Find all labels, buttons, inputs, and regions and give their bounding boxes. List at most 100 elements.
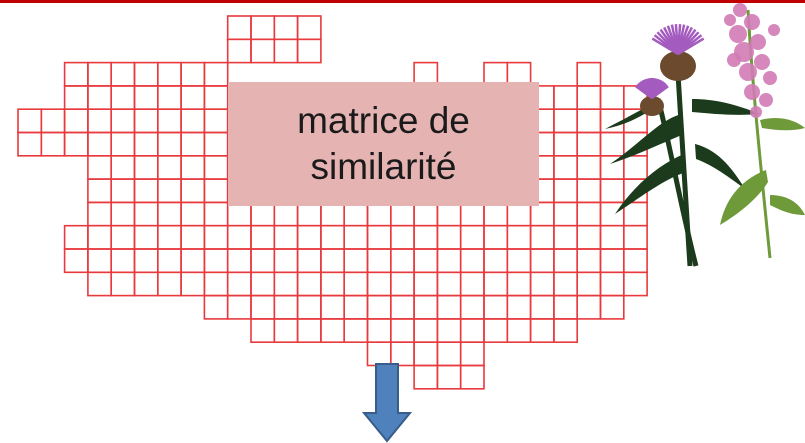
grid-cell bbox=[436, 224, 462, 250]
grid-cell bbox=[576, 131, 602, 157]
grid-cell bbox=[599, 271, 625, 297]
grid-cell bbox=[389, 224, 415, 250]
grid-cell bbox=[203, 155, 229, 180]
grid-cell bbox=[226, 38, 252, 64]
grid-cell bbox=[529, 248, 555, 274]
grid-cell bbox=[133, 224, 159, 250]
grid-cell bbox=[157, 61, 182, 87]
grid-cell bbox=[133, 178, 159, 204]
grid-cell bbox=[87, 61, 113, 87]
grid-cell bbox=[63, 108, 89, 134]
grid-cell bbox=[87, 248, 113, 274]
grid-cell bbox=[17, 108, 43, 134]
grid-cell bbox=[110, 131, 136, 157]
grid-cell bbox=[203, 108, 229, 134]
grid-cell bbox=[250, 248, 276, 274]
grid-cell bbox=[553, 131, 579, 157]
grid-cell bbox=[133, 201, 159, 227]
grid-cell bbox=[226, 294, 252, 320]
grid-cell bbox=[63, 85, 89, 111]
grid-cell bbox=[506, 294, 532, 320]
grid-cell bbox=[553, 248, 579, 274]
grid-cell bbox=[180, 131, 206, 157]
grid-cell bbox=[180, 85, 206, 111]
grid-cell bbox=[529, 224, 555, 250]
grid-cell bbox=[553, 85, 579, 111]
grid-cell bbox=[17, 131, 43, 157]
grid-cell bbox=[63, 224, 89, 250]
grid-cell bbox=[110, 155, 136, 180]
grid-cell bbox=[436, 294, 462, 320]
grid-cell bbox=[343, 294, 369, 320]
grid-cell bbox=[203, 248, 229, 274]
grid-cell bbox=[483, 294, 509, 320]
grid-cell bbox=[483, 248, 509, 274]
grid-cell bbox=[413, 318, 439, 343]
grid-cell bbox=[389, 294, 415, 320]
grid-cell bbox=[273, 248, 299, 274]
grid-cell bbox=[459, 318, 485, 343]
grid-cell bbox=[296, 15, 322, 41]
grid-cell bbox=[576, 271, 602, 297]
grid-cell bbox=[87, 85, 113, 111]
grid-cell bbox=[87, 178, 113, 204]
grid-cell bbox=[157, 248, 182, 274]
grid-cell bbox=[483, 318, 509, 343]
grid-cell bbox=[553, 178, 579, 204]
loosestrife-flower-icon bbox=[720, 3, 805, 259]
grid-cell bbox=[389, 341, 415, 367]
grid-cell bbox=[343, 248, 369, 274]
grid-cell bbox=[553, 155, 579, 180]
grid-cell bbox=[157, 271, 182, 297]
grid-cell bbox=[296, 248, 322, 274]
grid-cell bbox=[157, 155, 182, 180]
grid-cell bbox=[296, 224, 322, 250]
grid-cell bbox=[110, 271, 136, 297]
grid-cell bbox=[459, 248, 485, 274]
grid-cell bbox=[203, 131, 229, 157]
grid-cell bbox=[389, 271, 415, 297]
grid-cell bbox=[87, 131, 113, 157]
grid-cell bbox=[203, 224, 229, 250]
grid-cell bbox=[133, 271, 159, 297]
grid-cell bbox=[553, 224, 579, 250]
grid-cell bbox=[157, 201, 182, 227]
grid-cell bbox=[157, 131, 182, 157]
grid-cell bbox=[576, 248, 602, 274]
grid-cell bbox=[320, 248, 345, 274]
grid-cell bbox=[226, 248, 252, 274]
grid-cell bbox=[529, 294, 555, 320]
grid-cell bbox=[273, 271, 299, 297]
grid-cell bbox=[459, 294, 485, 320]
grid-cell bbox=[273, 15, 299, 41]
grid-cell bbox=[226, 271, 252, 297]
grid-cell bbox=[436, 271, 462, 297]
grid-cell bbox=[576, 294, 602, 320]
grid-cell bbox=[226, 15, 252, 41]
grid-cell bbox=[87, 155, 113, 180]
grid-cell bbox=[366, 248, 392, 274]
grid-cell bbox=[413, 248, 439, 274]
grid-cell bbox=[506, 318, 532, 343]
grid-cell bbox=[576, 224, 602, 250]
thistle-stems bbox=[655, 73, 699, 267]
grid-cell bbox=[250, 15, 276, 41]
grid-cell bbox=[133, 248, 159, 274]
grid-cell bbox=[553, 318, 579, 343]
grid-cell bbox=[436, 248, 462, 274]
grid-cell bbox=[296, 318, 322, 343]
grid-cell bbox=[203, 85, 229, 111]
grid-cell bbox=[296, 271, 322, 297]
grid-cell bbox=[63, 248, 89, 274]
grid-cell bbox=[40, 131, 66, 157]
grid-cell bbox=[343, 318, 369, 343]
grid-cell bbox=[273, 318, 299, 343]
grid-cell bbox=[110, 61, 136, 87]
grid-cell bbox=[157, 178, 182, 204]
grid-cell bbox=[576, 201, 602, 227]
grid-cell bbox=[133, 108, 159, 134]
grid-cell bbox=[40, 108, 66, 134]
grid-cell bbox=[180, 108, 206, 134]
grid-cell bbox=[343, 271, 369, 297]
grid-cell bbox=[250, 318, 276, 343]
